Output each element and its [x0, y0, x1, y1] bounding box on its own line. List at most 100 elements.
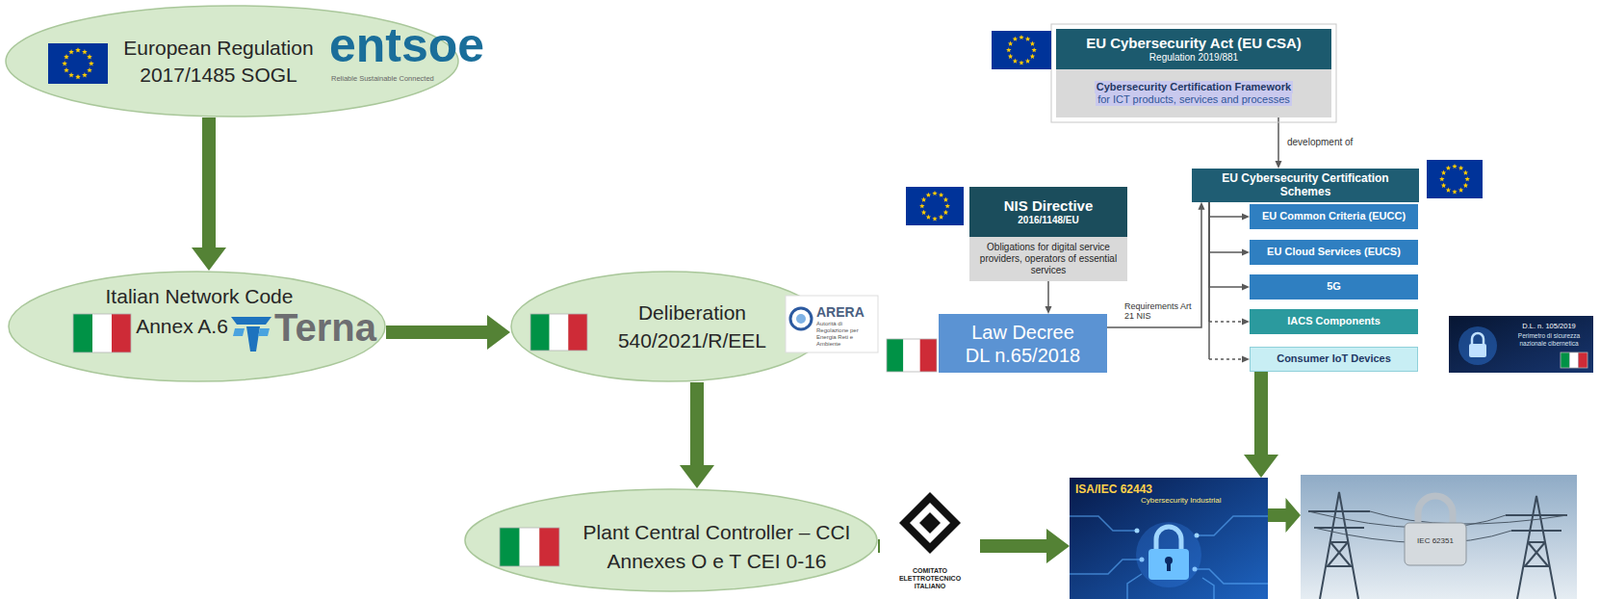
connector-part	[1208, 202, 1211, 360]
body-band: Cybersecurity Certification Frameworkfor…	[1056, 69, 1332, 118]
standard-image-shape-part	[1069, 516, 1268, 599]
standard-image-shape-part	[1135, 521, 1202, 588]
flow-arrow	[191, 117, 227, 271]
connector-part	[1241, 356, 1250, 363]
standard-image-shape-part-part	[1505, 495, 1568, 599]
scheme-box: EU Common Criteria (EUCC)	[1249, 204, 1419, 230]
connector-part	[1209, 202, 1243, 217]
illustration-layer-part	[1018, 59, 1024, 65]
deliberation-oval-shape-part	[796, 313, 806, 324]
node-text: Annexes O e T CEI 0-16	[565, 548, 869, 573]
standard-image-shape-part-part	[1127, 573, 1142, 599]
node-text: EU Cybersecurity Act (EU CSA)	[1085, 34, 1302, 52]
illustration-layer-part	[921, 197, 927, 203]
illustration-layer-part	[1006, 47, 1011, 52]
connector-part	[386, 314, 511, 350]
illustration-layer-part	[931, 215, 937, 221]
standard-image-shape-part	[1135, 528, 1140, 534]
illustration-layer-part	[1463, 182, 1469, 188]
node-text: 540/2021/R/EEL	[600, 328, 784, 353]
illustration-layer-part	[1426, 159, 1483, 199]
flow-arrow	[1243, 371, 1279, 478]
flow-arrow	[1267, 497, 1301, 533]
standard-image-shape-part-part	[1369, 511, 1568, 524]
flow-arrow	[679, 382, 715, 489]
illustration-layer-part	[920, 338, 937, 372]
network-code-oval-shape-part	[232, 328, 245, 336]
schemes-box: EU Cybersecurity Certification Schemes	[1191, 168, 1420, 203]
logo-tagline: COMITATO ELETTROTECNICO ITALIANO	[891, 567, 969, 591]
connector-part	[191, 117, 227, 271]
scheme-box: IACS Components	[1249, 309, 1419, 335]
node-text: ISA/IEC 62443	[1075, 482, 1191, 496]
standard-image-shape-part	[1308, 491, 1568, 599]
connector-arrow	[1209, 202, 1250, 257]
node-text: EU Common Criteria (EUCC)	[1262, 209, 1406, 223]
connector-part	[1243, 371, 1279, 478]
illustration-layer-part	[945, 203, 951, 208]
header-band: NIS Directive2016/1148/EU	[969, 186, 1128, 237]
illustration-layer-part	[1030, 53, 1035, 59]
logo-text: Terna	[274, 308, 377, 347]
illustration-layer-part	[926, 192, 931, 198]
controller-oval-shape-part	[499, 527, 520, 567]
node-text: Law Decree	[971, 320, 1075, 344]
controller-oval-shape-part	[879, 479, 981, 597]
law-box: Law DecreeDL n.65/2018	[938, 313, 1108, 373]
logo-text: ARERA	[816, 304, 865, 320]
body-band: Obligations for digital service provider…	[969, 236, 1128, 282]
controller-oval-shape-part	[919, 512, 941, 534]
connector-part	[1209, 358, 1243, 361]
illustration-layer-part	[1018, 34, 1024, 40]
node-text: Annex A.6	[132, 313, 232, 338]
illustration-layer-part	[905, 186, 964, 226]
standard-image-shape-part-part	[1069, 516, 1137, 531]
connector-part	[1267, 497, 1301, 533]
illustration-layer-part	[1025, 36, 1031, 42]
standard-image-shape-part-part	[1194, 568, 1268, 584]
node-text: for ICT products, services and processes	[1095, 93, 1292, 106]
illustration-layer-part	[931, 190, 937, 196]
regulation-oval-shape-part	[48, 43, 108, 84]
illustration-layer-part	[1012, 58, 1018, 64]
illustration-layer-part	[938, 214, 944, 220]
act-box: EU Cybersecurity Act (EU CSA)Regulation …	[1056, 28, 1332, 118]
deliberation-oval-shape-part	[530, 313, 550, 351]
connector-part	[1209, 202, 1243, 287]
regulation-oval-shape-part	[75, 47, 81, 52]
node-text: NIS Directive	[1004, 197, 1094, 215]
network-code-oval-shape-part	[73, 313, 93, 353]
node-text: Plant Central Controller – CCI	[565, 519, 869, 544]
scheme-box: 5G	[1249, 274, 1419, 300]
illustration-layer-part	[1441, 170, 1446, 176]
node-text: 2016/1148/EU	[1017, 214, 1079, 227]
deliberation-oval: Deliberation540/2021/R/EEL	[510, 270, 827, 383]
connector-arrow	[1209, 202, 1250, 221]
node-text: Perimetro di sicurezza nazionale ciberne…	[1508, 332, 1590, 348]
deliberation-oval-shape-part	[549, 313, 569, 351]
illustration-layer-part	[1032, 47, 1037, 52]
illustration-layer-part	[919, 203, 925, 208]
node-text: IACS Components	[1287, 314, 1381, 328]
logo-tagline: Autorità di Regolazione per Energia Reti…	[816, 320, 875, 348]
node-text: DL n.65/2018	[965, 343, 1081, 367]
node-text: Obligations for digital service provider…	[974, 241, 1123, 277]
edge-label: development of	[1287, 136, 1353, 149]
illustration-layer-part	[943, 209, 949, 215]
connector-arrow	[1209, 202, 1250, 363]
standard-image-shape-part-part	[1308, 491, 1370, 599]
illustration-layer-part	[1030, 41, 1035, 47]
illustration-layer-part	[1451, 163, 1457, 169]
scheme-box: Consumer IoT Devices	[1249, 346, 1419, 372]
illustration-layer-part	[926, 214, 931, 220]
deliberation-oval-shape-part	[785, 295, 878, 353]
illustration-layer-part	[1007, 53, 1013, 59]
regulation-oval-shape-part	[68, 72, 75, 78]
node-text: 2017/1485 SOGL	[107, 62, 330, 87]
regulation-oval-shape-part	[75, 74, 81, 79]
standard-image: ISA/IEC 62443Cybersecurity Industrial	[1069, 477, 1268, 599]
network-code-oval-shape-part	[231, 316, 272, 325]
decree-image-shape-part	[1471, 333, 1484, 344]
connector-part	[1241, 283, 1250, 291]
node-text: European Regulation	[107, 35, 330, 60]
